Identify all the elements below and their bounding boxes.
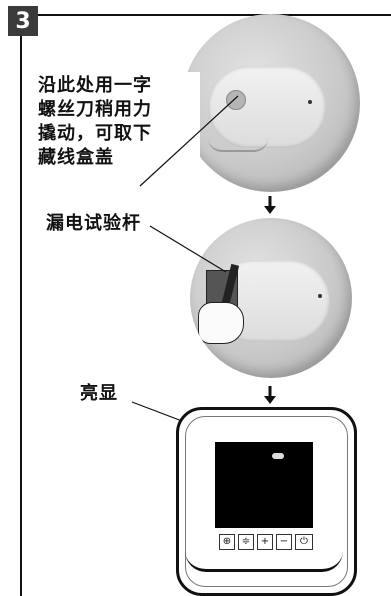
step-number-badge: 3 (8, 6, 38, 36)
bottom-groove (208, 138, 268, 152)
instruction-line-4: 藏线盒盖 (38, 147, 114, 168)
wiring-box-cover (208, 66, 326, 148)
indicator-dot (318, 294, 322, 298)
arrow-down-icon (264, 206, 276, 214)
panel-button-row: ⊕ ≑ + − ⏻ (219, 534, 313, 550)
display-screen (215, 442, 313, 528)
device-photo-leakage-test (190, 218, 352, 378)
lights-on-label: 亮显 (80, 383, 118, 404)
panel-key-minus: − (276, 534, 292, 550)
leakage-pen-label: 漏电试验杆 (46, 213, 141, 234)
pry-slot (226, 90, 246, 110)
device-photo-cover-removal (182, 14, 360, 192)
hand-illustration (198, 302, 244, 344)
panel-bottom-curve (185, 551, 343, 572)
panel-key-2: ≑ (238, 534, 254, 550)
display-indicator (272, 453, 284, 459)
panel-key-power: ⏻ (295, 534, 313, 550)
arrow-down-icon (264, 396, 276, 404)
instruction-line-3: 撬动，可取下 (38, 123, 152, 144)
instruction-line-2: 螺丝刀稍用力 (38, 99, 152, 120)
frame-left-border (20, 14, 22, 596)
indicator-dot (308, 100, 312, 104)
frame-top-border (20, 14, 391, 16)
remove-cover-instruction: 沿此处用一字 螺丝刀稍用力 撬动，可取下 藏线盒盖 (36, 72, 200, 172)
panel-key-1: ⊕ (219, 534, 235, 550)
instruction-line-1: 沿此处用一字 (38, 75, 152, 96)
panel-key-plus: + (257, 534, 273, 550)
panel-inner-border (185, 416, 348, 587)
